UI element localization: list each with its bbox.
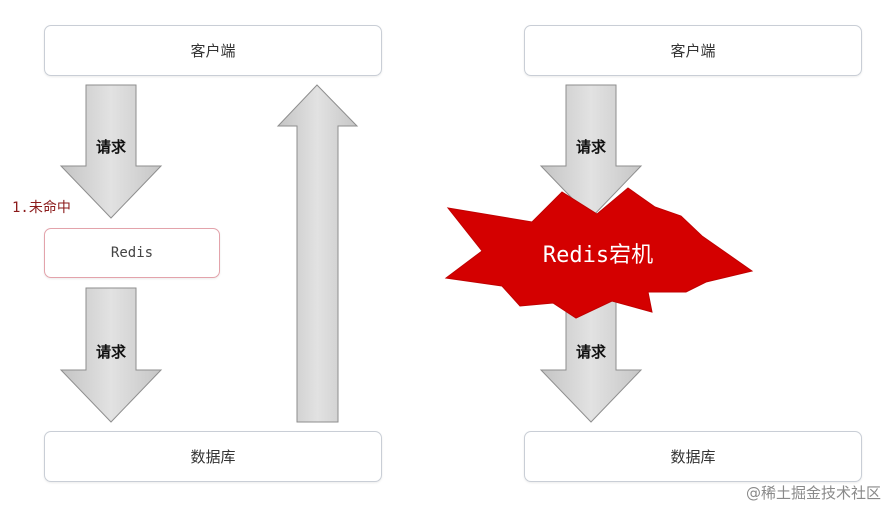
right-database-label: 数据库 bbox=[670, 448, 716, 466]
left-request-label-bottom: 请求 bbox=[96, 343, 127, 361]
right-database-box: 数据库 bbox=[524, 431, 862, 482]
right-request-label-bottom: 请求 bbox=[576, 343, 607, 361]
crash-burst-shape bbox=[444, 187, 754, 319]
watermark: @稀土掘金技术社区 bbox=[745, 484, 881, 502]
right-request-label-top: 请求 bbox=[576, 138, 607, 156]
left-miss-label: 1.未命中 bbox=[12, 199, 71, 216]
left-client-label: 客户端 bbox=[190, 42, 236, 60]
crash-label: Redis宕机 bbox=[543, 243, 653, 268]
right-client-box: 客户端 bbox=[524, 25, 862, 76]
left-response-arrow-up bbox=[276, 84, 359, 423]
left-redis-label: Redis bbox=[110, 245, 154, 261]
right-request-arrow-top bbox=[539, 84, 643, 219]
left-request-arrow-top bbox=[59, 84, 163, 219]
left-database-label: 数据库 bbox=[190, 448, 236, 466]
right-client-label: 客户端 bbox=[670, 42, 716, 60]
left-request-arrow-bottom bbox=[59, 287, 163, 423]
left-database-box: 数据库 bbox=[44, 431, 382, 482]
left-request-label-top: 请求 bbox=[96, 138, 127, 156]
left-client-box: 客户端 bbox=[44, 25, 382, 76]
left-redis-box: Redis bbox=[44, 228, 220, 278]
